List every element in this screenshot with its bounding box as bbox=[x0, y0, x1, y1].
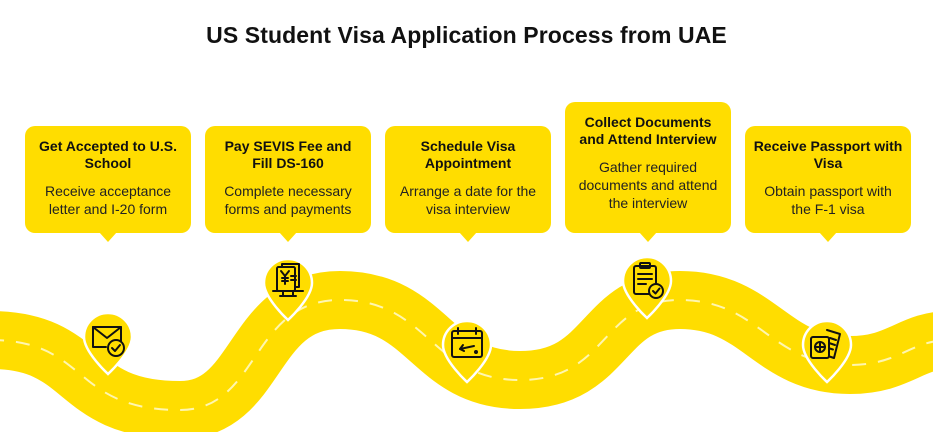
clipboard-check-icon bbox=[633, 262, 664, 299]
envelope-check-icon bbox=[92, 326, 125, 357]
step-card-1: Get Accepted to U.S. School Receive acce… bbox=[25, 126, 191, 242]
step-4-description: Gather required documents and attend the… bbox=[578, 159, 718, 211]
step-4-title: Collect Documents and Attend Interview bbox=[579, 114, 717, 147]
page-title: US Student Visa Application Process from… bbox=[206, 22, 727, 48]
form-payment-icon bbox=[272, 263, 304, 297]
step-card-4: Collect Documents and Attend Interview G… bbox=[565, 102, 731, 242]
step-5-description: Obtain passport with the F-1 visa bbox=[764, 183, 892, 217]
road-centerline bbox=[0, 298, 933, 412]
step-4-pin bbox=[620, 254, 674, 320]
step-2-pin bbox=[261, 256, 315, 322]
step-5-title: Receive Passport with Visa bbox=[753, 138, 903, 171]
step-card-2: Pay SEVIS Fee and Fill DS-160 Complete n… bbox=[205, 126, 371, 242]
step-card-3: Schedule Visa Appointment Arrange a date… bbox=[385, 126, 551, 242]
step-1-title: Get Accepted to U.S. School bbox=[39, 138, 177, 171]
step-2-title: Pay SEVIS Fee and Fill DS-160 bbox=[224, 138, 352, 171]
step-card-5: Receive Passport with Visa Obtain passpo… bbox=[745, 126, 911, 242]
step-1-pin bbox=[81, 310, 135, 376]
step-5-pin bbox=[800, 318, 854, 384]
step-3-pin bbox=[440, 318, 494, 384]
passport-ticket-icon bbox=[810, 329, 841, 359]
step-2-description: Complete necessary forms and payments bbox=[224, 183, 352, 217]
step-1-description: Receive acceptance letter and I-20 form bbox=[44, 183, 172, 217]
calendar-icon bbox=[451, 327, 483, 358]
step-3-title: Schedule Visa Appointment bbox=[420, 138, 516, 171]
step-3-description: Arrange a date for the visa interview bbox=[399, 183, 537, 217]
